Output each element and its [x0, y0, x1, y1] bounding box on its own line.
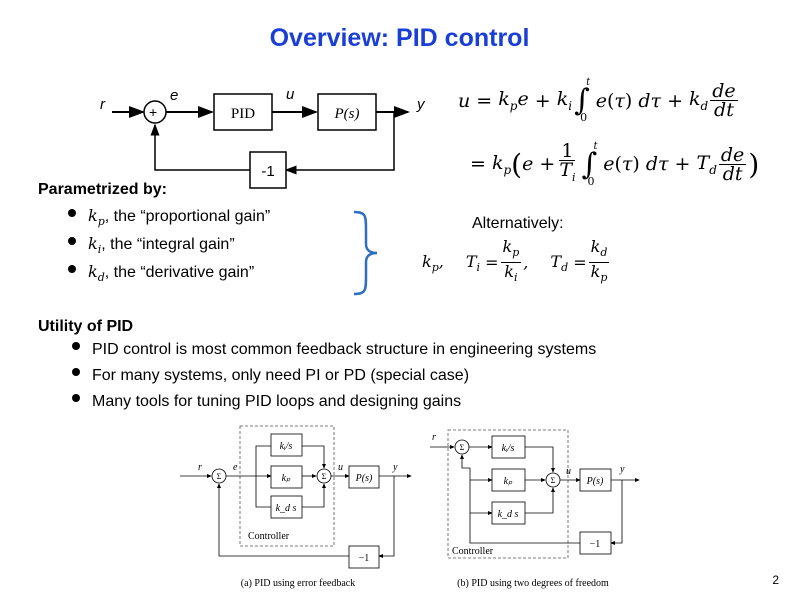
figure-a-caption: (a) PID using error feedback [241, 578, 355, 589]
ki-block [270, 433, 303, 457]
svg-text:Σ: Σ [551, 476, 556, 485]
top-block-diagram: r + e PID u P(s) y -1 [100, 86, 426, 189]
kp-block [270, 465, 303, 489]
signal-r: r [198, 462, 202, 473]
svg-text:P(s): P(s) [355, 473, 373, 484]
signal-e: e [233, 462, 238, 473]
signal-y: y [392, 462, 398, 473]
bullet-icon [72, 342, 80, 350]
signal-y: y [619, 464, 625, 475]
utility-list: PID control is most common feedback stru… [72, 341, 596, 419]
controller-boundary [447, 429, 569, 559]
svg-text:P(s): P(s) [586, 476, 604, 487]
controller-boundary [239, 425, 335, 547]
parameter-item-kd: kd , the “derivative gain” [68, 262, 270, 290]
feedback-block [249, 151, 287, 189]
svg-text:kₚ: kₚ [282, 473, 291, 484]
svg-text:−1: −1 [590, 539, 601, 550]
svg-text:kᵢ/s: kᵢ/s [502, 443, 515, 454]
parameter-item-ki: ki , the “integral gain” [68, 234, 270, 262]
signal-r: r [100, 96, 106, 113]
feedback-block [348, 545, 380, 569]
parameter-list: kp , the “proportional gain” ki , the “i… [68, 206, 270, 290]
svg-text:k_d s: k_d s [276, 503, 297, 514]
feedback-block-label: -1 [261, 163, 274, 180]
utility-item: For many systems, only need PI or PD (sp… [72, 367, 596, 393]
signal-y: y [416, 96, 426, 113]
controller-label: Controller [248, 531, 290, 542]
figure-b-caption: (b) PID using two degrees of freedom [457, 578, 609, 589]
parametrized-heading: Parametrized by: [38, 181, 167, 198]
signal-u: u [566, 466, 571, 477]
svg-text:Σ: Σ [217, 472, 222, 481]
slide-title: Overview: PID control [269, 24, 530, 52]
utility-item: PID control is most common feedback stru… [72, 341, 596, 367]
plant-block-label: P(s) [334, 106, 360, 122]
utility-item: Many tools for tuning PID loops and desi… [72, 393, 596, 419]
svg-text:kᵢ/s: kᵢ/s [280, 441, 293, 452]
bullet-icon [72, 368, 80, 376]
signal-u: u [286, 86, 295, 103]
right-brace-icon [353, 210, 378, 296]
svg-text:Σ: Σ [460, 443, 465, 452]
svg-text:Σ: Σ [322, 472, 327, 481]
pid-block-label: PID [231, 106, 255, 122]
page-number: 2 [772, 573, 779, 587]
bullet-icon [68, 265, 76, 273]
signal-r: r [432, 432, 436, 443]
svg-text:−1: −1 [359, 553, 370, 564]
alternatively-label: Alternatively: [472, 215, 564, 232]
signal-e: e [170, 87, 178, 104]
controller-label: Controller [452, 546, 494, 557]
utility-heading: Utility of PID [38, 318, 134, 335]
signal-u: u [338, 462, 343, 473]
figure-b-two-dof: r Σ kᵢ/s kₚ k_d s Σ u P(s) y −1 Controll… [430, 429, 640, 589]
figure-a-error-feedback: r Σ e kᵢ/s kₚ k_d s Σ u P(s) y −1 Contro… [180, 425, 412, 589]
plant-block [348, 465, 380, 489]
svg-text:kₚ: kₚ [504, 476, 513, 487]
sum-symbol: + [149, 104, 157, 120]
bullet-icon [68, 237, 76, 245]
bullet-icon [68, 209, 76, 217]
bullet-icon [72, 394, 80, 402]
parameter-item-kp: kp , the “proportional gain” [68, 206, 270, 234]
svg-text:k_d s: k_d s [498, 509, 519, 520]
